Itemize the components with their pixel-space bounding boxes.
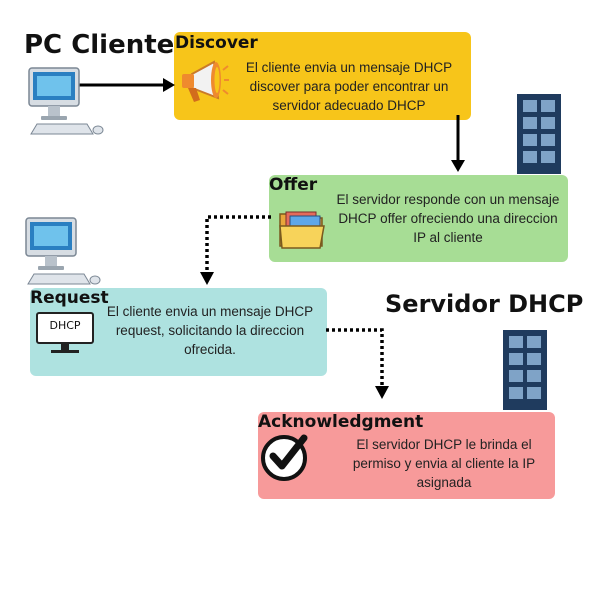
acknowledgment-text: El servidor DHCP le brinda el permiso y … bbox=[352, 437, 536, 490]
discover-text: El cliente envia un mensaje DHCP discove… bbox=[245, 60, 453, 113]
checkmark-icon bbox=[261, 434, 308, 481]
pc-client-icon-2 bbox=[25, 217, 101, 285]
request-title: Request bbox=[30, 288, 109, 308]
discover-box bbox=[174, 32, 471, 120]
client-title: PC Cliente bbox=[24, 30, 175, 60]
server-icon-2 bbox=[503, 330, 547, 410]
arrowhead-offer-to-request bbox=[200, 272, 214, 285]
acknowledgment-box bbox=[258, 412, 555, 499]
pc-client-icon bbox=[28, 67, 104, 135]
folder-icon bbox=[279, 211, 325, 249]
arrowhead-client-to-discover bbox=[163, 78, 175, 92]
monitor-label: DHCP bbox=[49, 319, 81, 332]
arrow-request-to-ack bbox=[326, 328, 384, 387]
discover-title: Discover bbox=[175, 33, 258, 53]
server-title: Servidor DHCP bbox=[385, 290, 584, 318]
monitor-icon bbox=[36, 312, 94, 353]
arrowhead-request-to-ack bbox=[375, 386, 389, 399]
offer-text: El servidor responde con un mensaje DHCP… bbox=[336, 192, 560, 245]
request-text: El cliente envia un mensaje DHCP request… bbox=[106, 304, 314, 357]
acknowledgment-title: Acknowledgment bbox=[258, 412, 424, 432]
server-icon bbox=[517, 94, 561, 174]
megaphone-icon bbox=[182, 60, 229, 102]
offer-title: Offer bbox=[269, 175, 318, 195]
arrow-offer-to-request bbox=[205, 215, 271, 272]
arrowhead-discover-to-offer bbox=[451, 160, 465, 172]
